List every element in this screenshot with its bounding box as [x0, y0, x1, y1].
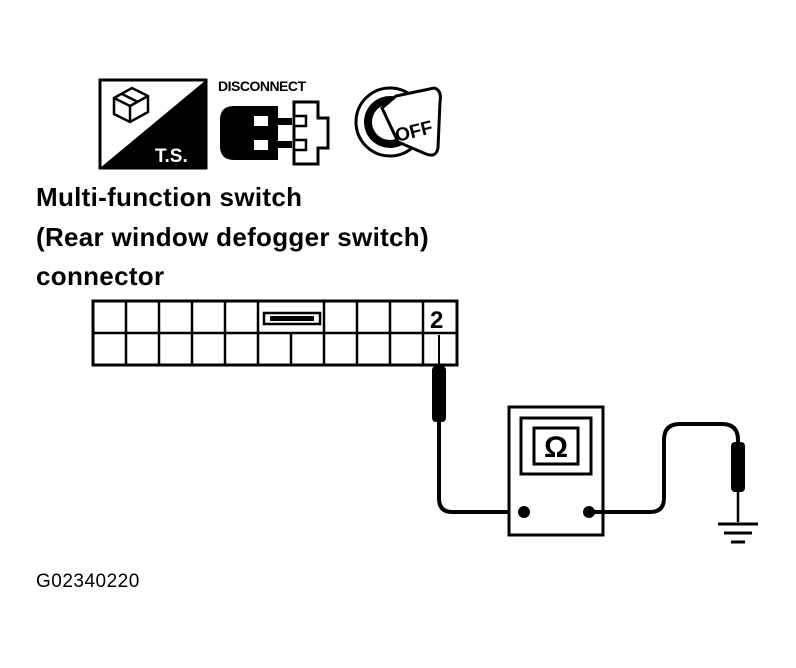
- figure-code: G02340220: [36, 571, 140, 592]
- ground-lead-wire: [589, 422, 740, 514]
- ignition-off-key-icon: OFF: [354, 86, 442, 158]
- ohm-display: [532, 426, 580, 466]
- disconnect-label: DISCONNECT: [218, 78, 306, 94]
- ts-label: T.S.: [155, 146, 188, 167]
- ground-probe: [731, 442, 745, 522]
- small-connector-icon: [112, 86, 150, 124]
- ground-icon: [718, 522, 758, 544]
- circuit-diagram: 2 Ω: [91, 299, 758, 544]
- ohm-symbol-icon: Ω: [544, 431, 568, 464]
- ohmmeter: Ω: [507, 405, 605, 537]
- connector-face: 2: [91, 299, 459, 367]
- connector-title-line-3: connector: [36, 261, 165, 291]
- disconnect-connector-icon: [220, 100, 330, 166]
- connector-title-line-2: (Rear window defogger switch): [36, 222, 429, 252]
- test-symbol-icon: T.S.: [98, 78, 208, 170]
- probe-lead-wire: [437, 430, 520, 514]
- terminal-2-label: 2: [430, 307, 443, 334]
- connector-title-line-1: Multi-function switch: [36, 182, 303, 212]
- meter-terminal-left: [518, 506, 530, 518]
